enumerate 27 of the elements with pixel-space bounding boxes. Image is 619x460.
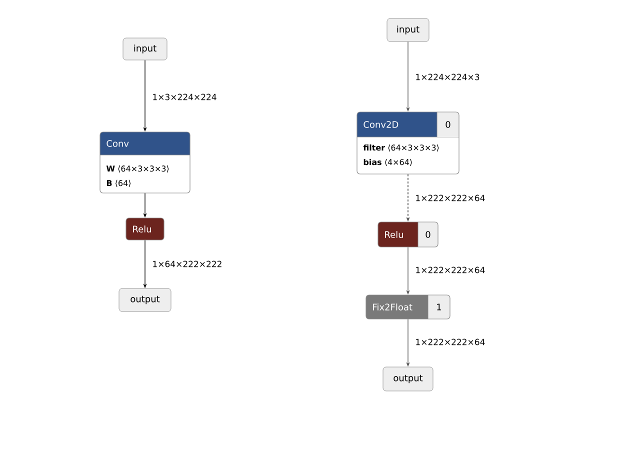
operator-box [356,112,460,174]
attribute-text: filter ⟨64×3×3×3⟩ [363,144,439,152]
edge-label: 1×64×222×222 [151,260,224,268]
io-box: input [122,38,168,60]
attribute-text: W ⟨64×3×3×3⟩ [106,165,169,173]
attribute-text: bias ⟨4×64⟩ [364,158,412,166]
edge-label: 1×222×222×64 [414,338,486,346]
io-box: input [386,18,430,42]
edge-label: 1×224×224×3 [414,72,481,82]
operator-title: Conv2D [364,121,398,128]
io-box: output [382,366,434,392]
operator-title: Relu [385,231,403,238]
index-cell: 0 [436,112,459,138]
attribute-text: B ⟨64⟩ [106,180,131,188]
operator-box [366,294,450,320]
operator-title: Fix2Float [373,304,412,310]
operator-box [126,218,164,240]
index-cell: 1 [428,294,450,320]
edge-label: 1×3×224×224 [151,92,218,102]
operator-title: Relu [133,226,151,232]
index-cell: 0 [418,222,438,248]
edge-label: 1×222×222×64 [414,266,486,274]
operator-title: Conv [106,140,129,147]
edge-label: 1×222×222×64 [414,194,486,202]
operator-box [100,132,190,194]
io-box: output [118,288,172,312]
operator-box [378,222,438,248]
